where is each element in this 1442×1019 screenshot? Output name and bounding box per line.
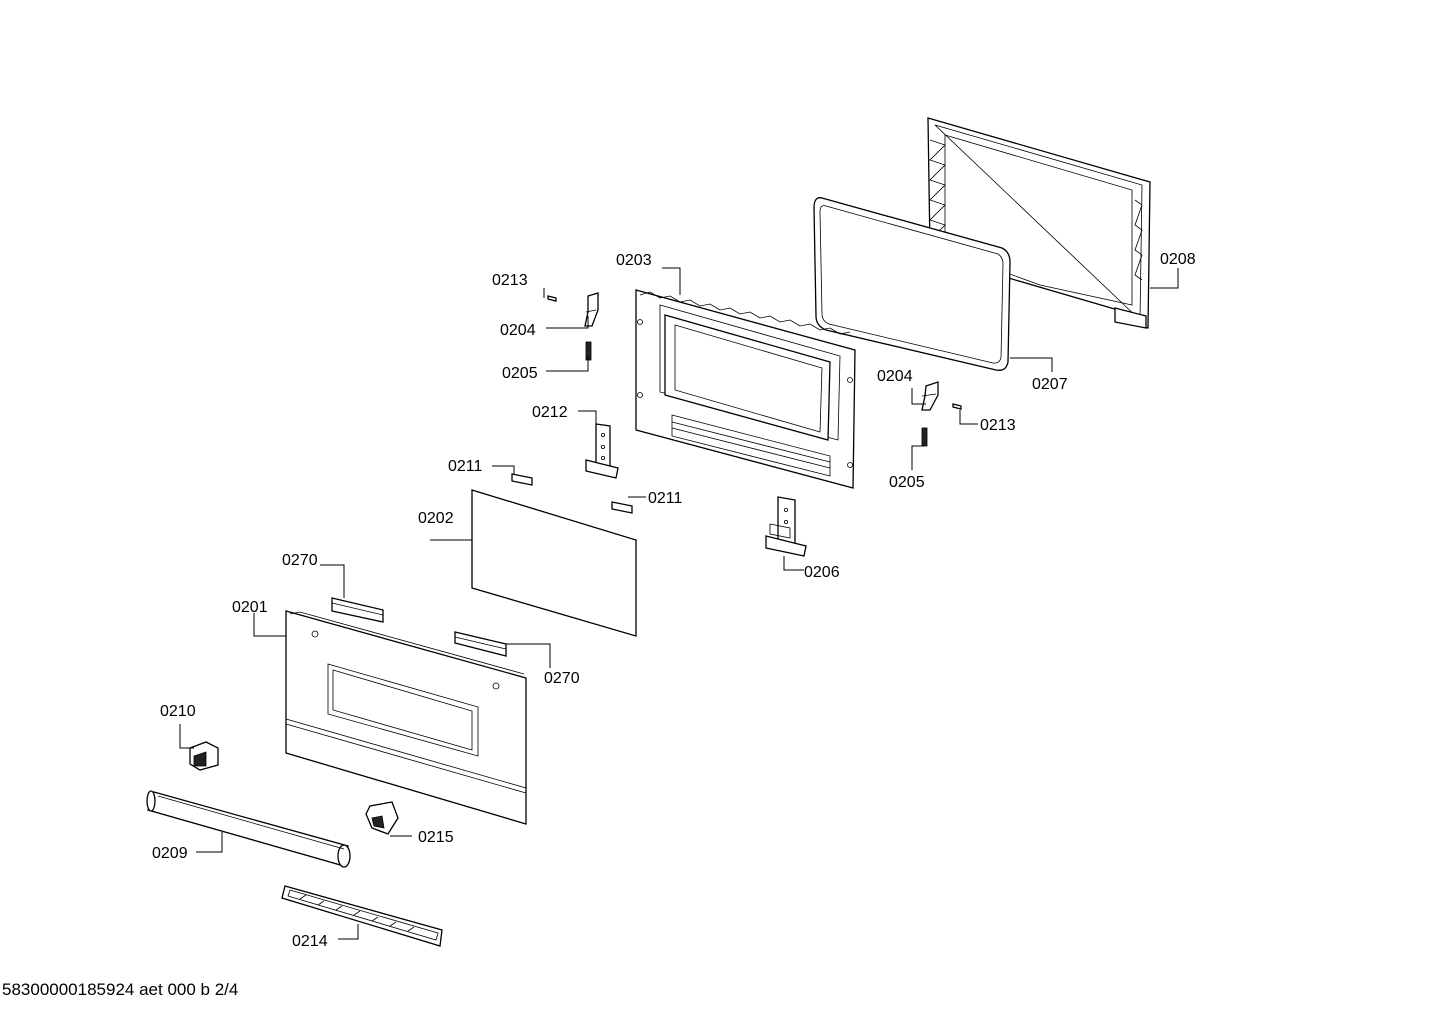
label-0204-right: 0204 [877,368,913,385]
part-labels: 0203 0208 0207 0213 0204 0205 0212 0211 … [152,251,1196,950]
part-0209-handle-bar [146,790,351,868]
label-0210: 0210 [160,703,196,720]
part-0206-hinge [765,496,807,557]
label-0203: 0203 [616,252,652,269]
label-0212: 0212 [532,404,568,421]
label-0206: 0206 [804,564,840,581]
label-0215: 0215 [418,829,454,846]
label-0270-lower: 0270 [544,670,580,687]
part-0211-pad-left [511,473,533,486]
part-0215-handle-cap [365,801,399,835]
part-0270-strip-lower [454,631,507,657]
part-0205-spring-right [921,427,928,447]
label-0208: 0208 [1160,251,1196,268]
label-0214: 0214 [292,933,328,950]
label-0209: 0209 [152,845,188,862]
label-0207: 0207 [1032,376,1068,393]
document-footer-code: 58300000185924 aet 000 b 2/4 [2,980,239,999]
part-0204-clip-left [584,292,599,327]
leader-lines [179,267,1179,940]
label-0202: 0202 [418,510,454,527]
part-0270-strip-upper [331,597,384,623]
part-0207-gasket [813,197,1011,371]
label-0204-left: 0204 [500,322,536,339]
label-0211-right: 0211 [648,490,683,507]
part-0213-pin-right [952,403,962,410]
label-0211-left: 0211 [448,458,483,475]
label-0205-left: 0205 [502,365,538,382]
label-0201: 0201 [232,599,268,616]
part-0213-pin-left [547,295,557,302]
part-0204-clip-right [921,381,939,411]
part-0203-inner-frame [635,289,856,489]
part-0202-glass-pane [471,489,637,637]
part-0201-outer-door [285,610,527,825]
label-0213-left: 0213 [492,272,528,289]
part-0211-pad-right [611,501,633,514]
part-0214-vent-rail [281,885,443,947]
label-0213-right: 0213 [980,417,1016,434]
label-0270-upper: 0270 [282,552,318,569]
label-0205-right: 0205 [889,474,925,491]
part-0210-end-cap [189,741,219,771]
part-0212-hinge [585,423,619,479]
